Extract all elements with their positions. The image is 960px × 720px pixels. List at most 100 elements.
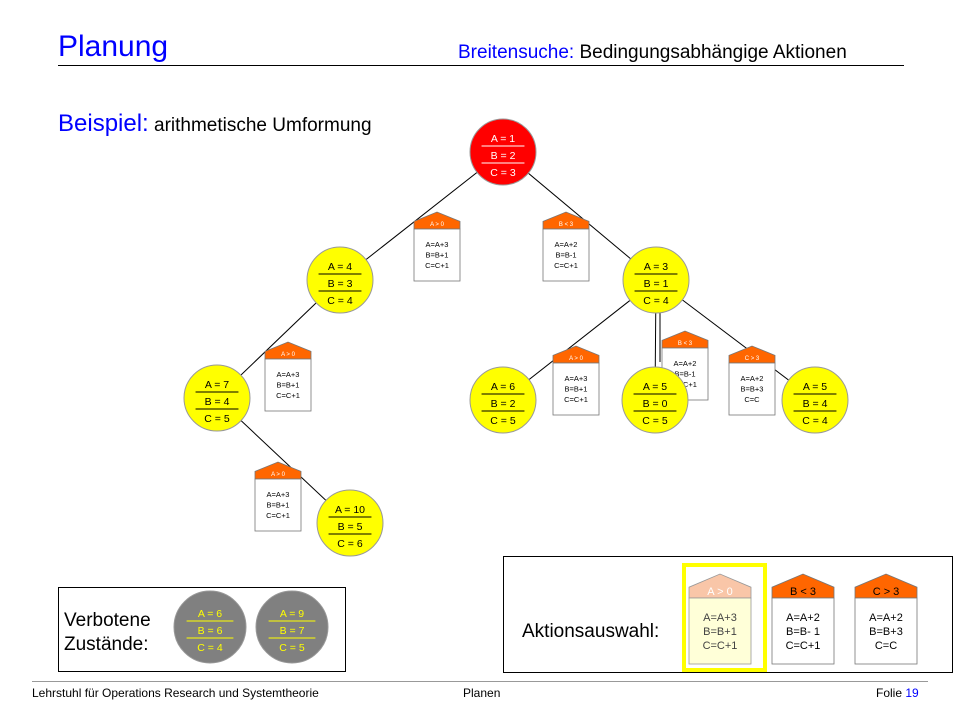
action-effect-c: C=C+1 xyxy=(276,391,300,400)
footer-divider xyxy=(32,681,928,682)
state-value-c: C = 4 xyxy=(802,415,828,427)
state-value-a: A = 5 xyxy=(803,381,827,393)
action-effect-body xyxy=(728,362,776,416)
state-circle xyxy=(183,364,251,432)
action-condition: A > 0 xyxy=(707,586,732,598)
action-effect-b: B=B+3 xyxy=(869,626,903,638)
tree.states-state-node: A = 10 B = 5 C = 6 xyxy=(316,489,384,557)
action-effect-a: A=A+2 xyxy=(555,240,578,249)
state-value-c: C = 5 xyxy=(642,415,668,427)
slide-subtitle: Breitensuche: Bedingungsabhängige Aktion… xyxy=(458,42,847,64)
action-effect-b: B=B+1 xyxy=(277,380,300,389)
action-effect-c: C=C+1 xyxy=(786,640,821,652)
action-effect-body xyxy=(264,358,312,412)
state-circle xyxy=(469,366,537,434)
tree-nodes: A > 0A=A+3B=B+1C=C+1B < 3A=A+2B=B-1C=C+1… xyxy=(183,118,849,557)
action-selection-nodes: A > 0 A=A+3B=B+1C=C+1 B < 3 A=A+2B=B- 1 C=C+… xyxy=(688,573,918,665)
action-condition: A > 0 xyxy=(569,356,584,362)
lower-panels: A = 6B = 6C = 4A = 9B = 7C = 5 A > 0A=A+… xyxy=(173,573,918,665)
state-circle xyxy=(255,590,329,664)
state-value-a: A = 10 xyxy=(335,504,365,516)
footer-institution: Lehrstuhl für Operations Research und Sy… xyxy=(32,686,319,700)
state-value-a: A = 6 xyxy=(198,608,222,620)
action-condition: C > 3 xyxy=(745,356,760,362)
state-value-c: C = 3 xyxy=(490,167,516,179)
action-selection-label: Aktionsauswahl: xyxy=(522,621,660,642)
action-effect-b: B=B+1 xyxy=(426,250,449,259)
action-effect-body xyxy=(771,597,835,665)
action-effect-c: C=C+1 xyxy=(425,261,449,270)
tree.actions-action-card: A > 0A=A+3B=B+1C=C+1 xyxy=(264,341,312,412)
state-circle xyxy=(316,489,384,557)
action-effect-body xyxy=(413,228,461,282)
action-effect-body xyxy=(254,478,302,532)
action-effect-c: C=C+1 xyxy=(673,380,697,389)
action-effect-a: A=A+2 xyxy=(674,359,697,368)
state-value-a: A = 4 xyxy=(328,261,352,273)
action-effect-a: A=A+2 xyxy=(869,612,903,624)
state-value-a: A = 1 xyxy=(491,133,515,145)
tree.actions-action-card: A > 0 A=A+3B=B+1C=C+1 xyxy=(413,211,461,282)
state-value-c: C = 4 xyxy=(197,642,223,654)
state-value-b: B = 2 xyxy=(491,150,516,162)
action-effect-c: C=C+1 xyxy=(703,640,738,652)
state-value-c: C = 4 xyxy=(643,295,669,307)
tree.states-state-node: A = 7B = 4C = 5 xyxy=(183,364,251,432)
action-condition: B < 3 xyxy=(790,586,816,598)
action-effect-c: C=C+1 xyxy=(554,261,578,270)
action-effect-c: C=C+1 xyxy=(564,395,588,404)
action_selection.actions-action-card: C > 3A=A+2B=B+3C=C xyxy=(854,573,918,665)
forbidden-label-line1: Verbotene xyxy=(64,610,151,631)
action-effect-b: B=B+1 xyxy=(267,500,290,509)
action-condition: A > 0 xyxy=(430,222,445,228)
action-effect-a: A=A+2 xyxy=(786,612,820,624)
selected-action-highlight xyxy=(682,563,767,672)
action-effect-a: A=A+3 xyxy=(703,612,737,624)
state-circle xyxy=(306,246,374,314)
state-value-b: B = 6 xyxy=(198,625,223,637)
tree-edges xyxy=(216,151,816,524)
action-condition: B < 3 xyxy=(678,341,693,347)
forbidden-states-label: Verbotene Zustände: xyxy=(64,609,151,657)
state-circle xyxy=(173,590,247,664)
action-effect-body xyxy=(688,597,752,665)
action-effect-a: A=A+3 xyxy=(565,374,588,383)
forbidden-state-nodes: A = 6B = 6C = 4A = 9B = 7C = 5 xyxy=(173,590,329,664)
tree-edge xyxy=(339,151,504,281)
action-effect-a: A=A+2 xyxy=(741,374,764,383)
action-effect-b: B=B- 1 xyxy=(786,626,820,638)
state-value-b: B = 1 xyxy=(644,278,669,290)
heading-keyword: Beispiel: xyxy=(58,110,149,137)
action-effect-b: B=B+3 xyxy=(741,384,764,393)
tree.states-state-node: A = 4B = 3C = 4 xyxy=(306,246,374,314)
state-value-b: B = 7 xyxy=(280,625,305,637)
action-condition: A > 0 xyxy=(281,352,296,358)
action-effect-c: C=C+1 xyxy=(266,511,290,520)
action_selection.actions-action-card: A > 0 A=A+3B=B+1C=C+1 xyxy=(688,573,752,665)
state-value-c: C = 6 xyxy=(337,538,363,550)
state-value-a: A = 7 xyxy=(205,379,229,391)
state-circle xyxy=(781,366,849,434)
action-effect-body xyxy=(854,597,918,665)
action-condition: B < 3 xyxy=(559,222,574,228)
state-circle xyxy=(469,118,537,186)
tree.actions-action-card: B < 3A=A+2B=B-1C=C+1 xyxy=(542,211,590,282)
state-value-a: A = 6 xyxy=(491,381,515,393)
action_selection.actions-action-card: B < 3 A=A+2B=B- 1 C=C+1 xyxy=(771,573,835,665)
action-effect-a: A=A+3 xyxy=(267,490,290,499)
footer-topic: Planen xyxy=(463,686,501,700)
state-value-b: B = 4 xyxy=(803,398,828,410)
forbidden-label-line2: Zustände: xyxy=(64,634,149,655)
action-effect-a: A=A+3 xyxy=(426,240,449,249)
footer-folie-number: 19 xyxy=(905,686,919,700)
action-effect-b: B=B+1 xyxy=(703,626,737,638)
action-effect-body xyxy=(542,228,590,282)
state-value-c: C = 5 xyxy=(279,642,305,654)
state-value-b: B = 2 xyxy=(491,398,516,410)
state-value-b: B = 5 xyxy=(338,521,363,533)
state-value-b: B = 4 xyxy=(205,396,230,408)
action-effect-b: B=B+1 xyxy=(565,384,588,393)
state-circle xyxy=(622,246,690,314)
subtitle-text: Bedingungsabhängige Aktionen xyxy=(574,42,847,63)
forbidden.states-state-node: A = 9B = 7C = 5 xyxy=(255,590,329,664)
